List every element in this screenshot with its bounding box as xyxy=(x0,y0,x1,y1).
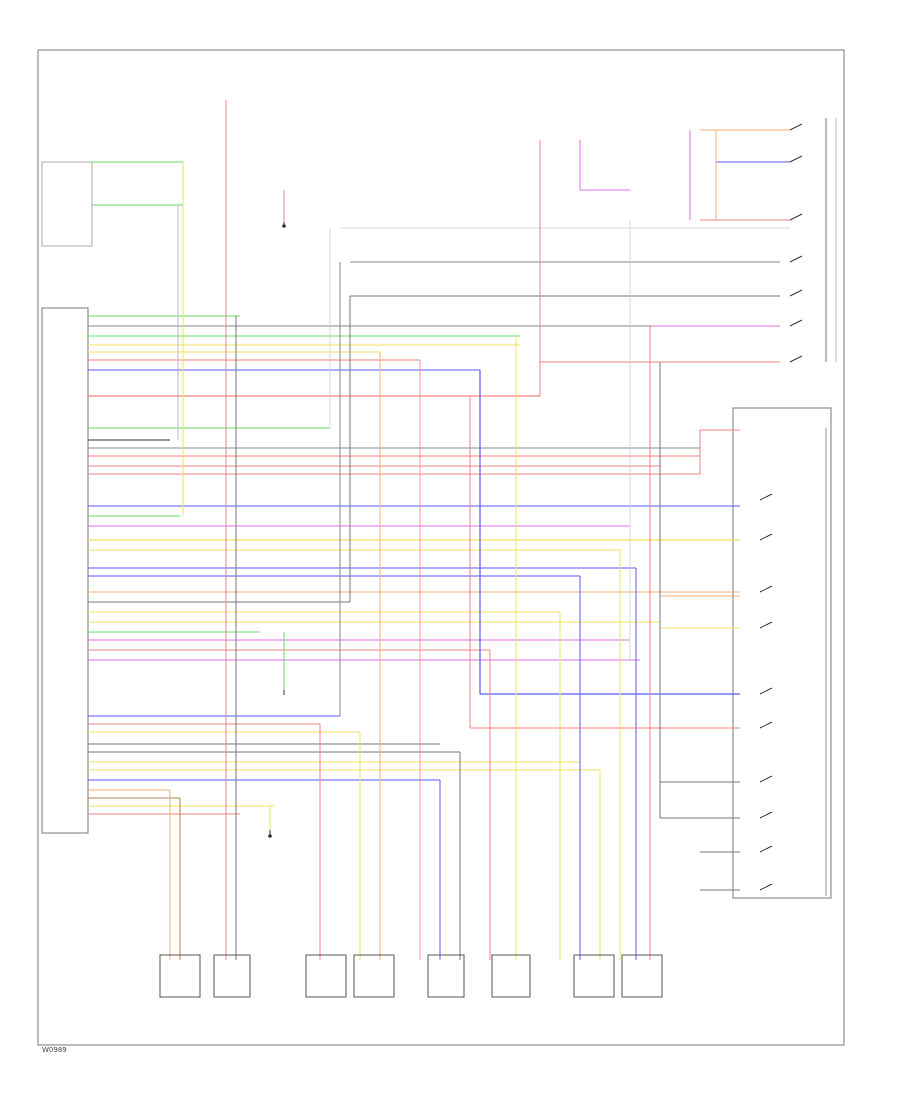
motor-icon xyxy=(305,954,347,998)
middle-wire-group xyxy=(88,505,740,661)
motor-icon xyxy=(353,954,395,998)
motor-icon xyxy=(491,954,531,998)
diagram-frame xyxy=(37,49,845,1046)
switch-icon xyxy=(759,585,773,593)
switch-icon xyxy=(789,123,803,131)
seat-motor-group xyxy=(159,954,663,998)
right-switch-module xyxy=(732,407,832,899)
switch-icon xyxy=(789,289,803,297)
switch-icon xyxy=(759,883,773,891)
switch-icon xyxy=(759,721,773,729)
top-left-sensor-box xyxy=(41,161,93,247)
motor-icon xyxy=(213,954,251,998)
switch-icon xyxy=(789,319,803,327)
motor-icon xyxy=(573,954,615,998)
motor-icon xyxy=(621,954,663,998)
switch-icon xyxy=(759,845,773,853)
ground-icon xyxy=(282,222,286,228)
top-right-wires xyxy=(340,129,790,363)
ground-icon xyxy=(268,830,272,838)
switch-icon xyxy=(759,533,773,541)
left-control-module xyxy=(41,307,89,834)
right-module-wires xyxy=(470,429,740,891)
switch-icon xyxy=(759,775,773,783)
switch-icon xyxy=(759,811,773,819)
motor-icon xyxy=(159,954,201,998)
switch-icon xyxy=(759,493,773,501)
switch-icon xyxy=(759,621,773,629)
right-switch-group xyxy=(759,493,773,891)
motor-icon xyxy=(427,954,465,998)
switch-icon xyxy=(789,255,803,263)
lower-wire-group xyxy=(88,715,600,815)
switch-icon xyxy=(789,213,803,221)
vertical-wires xyxy=(169,100,661,960)
figure-id: W0989 xyxy=(42,1046,67,1054)
switch-icon xyxy=(789,355,803,363)
switch-icon xyxy=(789,155,803,163)
switch-icon xyxy=(759,687,773,695)
upper-wire-group xyxy=(88,315,700,475)
top-switch-group xyxy=(789,123,803,363)
